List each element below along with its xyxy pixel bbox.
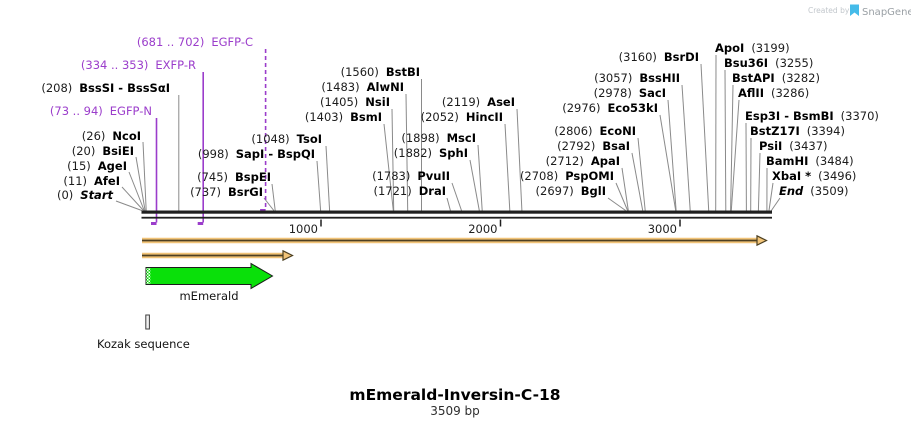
orf-arrow-full[interactable] [142,234,768,247]
site-label-start[interactable]: (0)Start [57,188,114,202]
site-labels-midleft: (1048)TsoI (998)SapI - BspQI (745)BspEI … [190,132,322,199]
ruler-tick-3000: 3000 [648,222,677,236]
site-label-bsai[interactable]: (2792)BsaI [557,139,630,153]
primer-label-egfp-n[interactable]: (73 .. 94)EGFP-N [50,104,152,118]
site-label-econi[interactable]: (2806)EcoNI [554,124,636,138]
snapgene-flag-icon [850,4,859,16]
site-label-end[interactable]: End(3509) [779,184,849,198]
site-label-bsu36i[interactable]: Bsu36I(3255) [724,56,813,70]
site-label-bsiei[interactable]: (20)BsiEI [72,144,134,158]
ruler-tick-2000: 2000 [468,222,497,236]
site-label-nsii[interactable]: (1405)NsiI [320,95,390,109]
primer-lines [151,49,267,225]
site-label-afei[interactable]: (11)AfeI [63,174,120,188]
site-label-apoi[interactable]: ApoI(3199) [715,41,790,55]
site-label-pspomi[interactable]: (2708)PspOMI [520,169,614,183]
site-label-sphi[interactable]: (1882)SphI [394,146,468,160]
site-label-bsshii[interactable]: (3057)BssHII [594,71,680,85]
site-label-bstz17i[interactable]: BstZ17I(3394) [750,124,845,138]
site-labels-right: (3160)BsrDI (3057)BssHII (2978)SacI (297… [520,50,699,198]
snapgene-brand-label: SnapGene [862,7,911,18]
site-label-alwni[interactable]: (1483)AlwNI [321,80,404,94]
site-label-drai[interactable]: (1721)DraI [373,184,446,198]
kozak-marker[interactable] [145,314,150,330]
site-label-aflii[interactable]: AflII(3286) [738,86,809,100]
site-label-bgli[interactable]: (2697)BglI [536,184,606,198]
snapgene-credit: Created by SnapGene [808,4,911,18]
site-label-bamhi[interactable]: BamHI(3484) [766,154,854,168]
site-label-xbai[interactable]: XbaI *(3496) [772,169,856,183]
site-label-esp3i-bsmbi[interactable]: Esp3I - BsmBI(3370) [745,109,879,123]
site-label-ncoi[interactable]: (26)NcoI [82,129,141,143]
site-label-msci[interactable]: (1898)MscI [401,131,476,145]
site-label-bsmi[interactable]: (1403)BsmI [305,110,382,124]
memerald-label[interactable]: mEmerald [179,289,238,303]
site-label-bsrdi[interactable]: (3160)BsrDI [619,50,699,64]
site-label-agei[interactable]: (15)AgeI [67,159,127,173]
site-label-bsssi[interactable]: (208)BssSI - BssSαI [41,81,170,95]
site-labels-farright: ApoI(3199) Bsu36I(3255) BstAPI(3282) Afl… [715,41,879,198]
site-label-bstbi[interactable]: (1560)BstBI [341,65,420,79]
kozak-label[interactable]: Kozak sequence [97,337,190,351]
site-label-bstapi[interactable]: BstAPI(3282) [732,71,820,85]
memerald-feature-arrow[interactable] [145,262,274,290]
orf-arrow-short[interactable] [142,249,294,262]
site-label-tsoi[interactable]: (1048)TsoI [251,132,322,146]
site-label-hincii[interactable]: (2052)HincII [421,110,503,124]
primer-labels: (681 .. 702)EGFP-C (334 .. 353)EXFP-R (7… [50,35,253,118]
site-label-asei[interactable]: (2119)AseI [442,95,515,109]
memerald-hatched-edge [146,268,151,284]
site-labels-left: (208)BssSI - BssSαI (26)NcoI (20)BsiEI (… [41,81,170,202]
site-label-psii[interactable]: PsiI(3437) [759,139,828,153]
site-label-sapi-bspqi[interactable]: (998)SapI - BspQI [198,147,315,161]
site-label-apai[interactable]: (2712)ApaI [546,154,620,168]
site-label-eco53ki[interactable]: (2976)Eco53kI [562,101,658,115]
site-label-saci[interactable]: (2978)SacI [594,86,666,100]
created-by-label: Created by [808,6,850,15]
map-length: 3509 bp [430,404,480,418]
site-connector-lines [115,54,781,211]
map-title: mEmerald-Inversin-C-18 [349,386,560,404]
primer-label-egfp-c[interactable]: (681 .. 702)EGFP-C [137,35,253,49]
site-label-bsrgi[interactable]: (737)BsrGI [190,185,263,199]
sequence-ruler: 1000 2000 3000 [141,210,772,236]
primer-label-exfp-r[interactable]: (334 .. 353)EXFP-R [81,58,196,72]
site-label-bspei[interactable]: (745)BspEI [197,170,271,184]
site-label-pvuii[interactable]: (1783)PvuII [372,169,450,183]
ruler-tick-1000: 1000 [289,222,318,236]
site-labels-middle: (1560)BstBI (1483)AlwNI (1405)NsiI (1403… [305,65,515,198]
